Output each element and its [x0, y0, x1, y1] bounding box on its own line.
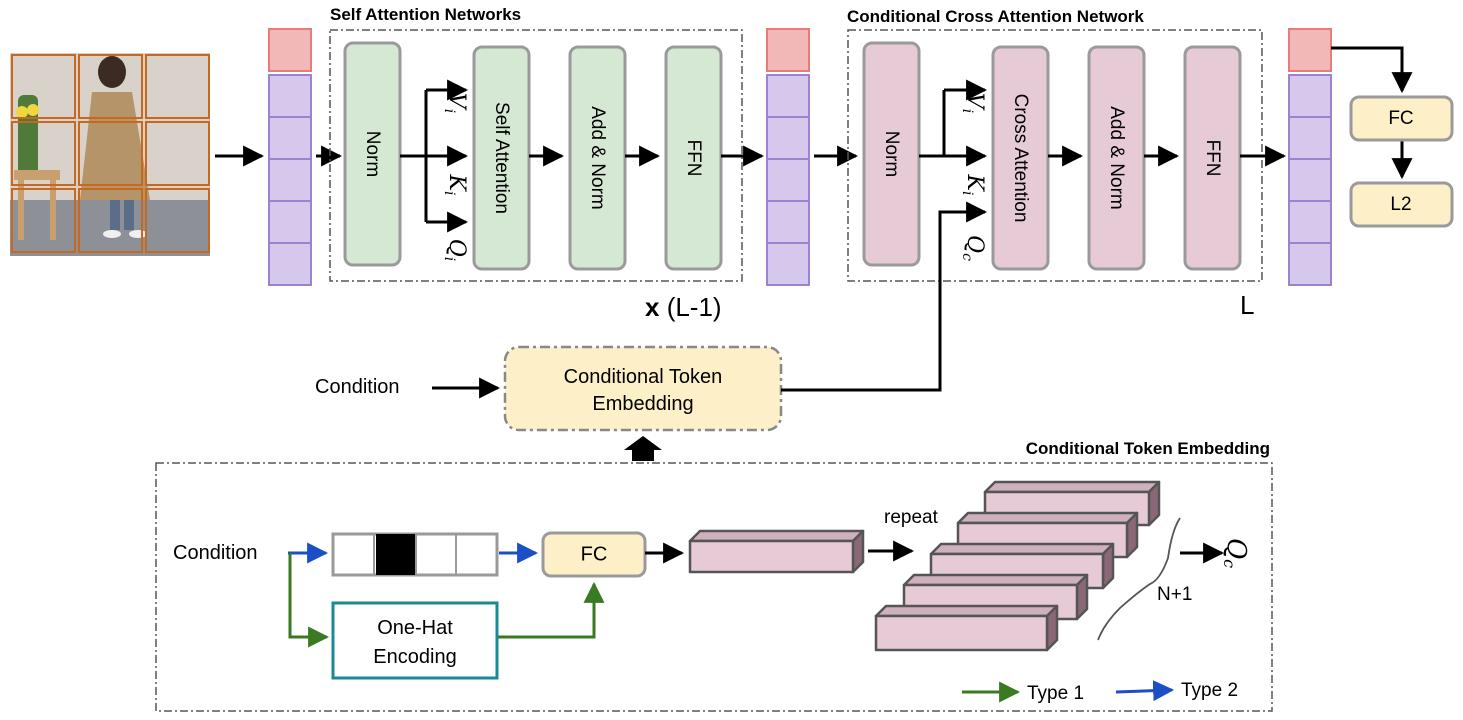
- conditional-token-embedding-box: Conditional Token Embedding: [503, 345, 783, 432]
- head-fc-label: FC: [1388, 108, 1413, 129]
- sa-norm-block: Norm: [343, 41, 402, 267]
- condition-label: Condition: [315, 376, 400, 398]
- one-hat-encoding-box: One-Hat Encoding: [331, 601, 499, 680]
- head-l2-box: L2: [1349, 181, 1454, 228]
- self-attention-frame: [329, 29, 743, 282]
- onehot-line2: Encoding: [373, 646, 456, 668]
- sa-v-label: Vi: [441, 93, 469, 113]
- ca-ffn-label: FFN: [1202, 140, 1223, 177]
- ca-qkv-arrows: [919, 79, 1287, 167]
- token-sequence-output: [1288, 28, 1332, 286]
- type1-path: [288, 553, 605, 648]
- ca-norm-label: Norm: [881, 131, 902, 177]
- head-fc-box: FC: [1349, 95, 1454, 142]
- sa-repeat-label: x (L-1): [645, 292, 722, 322]
- count-label: N+1: [1157, 584, 1192, 605]
- repeated-token-stack: [874, 480, 1161, 652]
- panel-qc-label: Qc: [1221, 538, 1252, 568]
- ca-attention-block: Cross Attention: [991, 45, 1050, 271]
- one-hot-vector: [331, 532, 499, 577]
- ca-add-norm-label: Add & Norm: [1106, 106, 1127, 209]
- sa-q-label: Qi: [441, 239, 469, 262]
- ca-repeat-label: L: [1240, 290, 1254, 320]
- panel-fc-label: FC: [581, 543, 608, 565]
- ca-add-norm-block: Add & Norm: [1087, 45, 1146, 271]
- stack-bar-1: [874, 604, 1059, 652]
- ca-ffn-block: FFN: [1183, 45, 1242, 271]
- self-attention-title: Self Attention Networks: [330, 5, 521, 24]
- sa-add-norm-label: Add & Norm: [587, 106, 608, 209]
- head-arrows: [1331, 46, 1413, 180]
- embedding-box-line1: Conditional Token: [564, 366, 723, 388]
- ca-v-label: Vi: [959, 93, 987, 113]
- sa-ffn-block: FFN: [664, 45, 723, 271]
- cross-attention-title: Conditional Cross Attention Network: [847, 7, 1144, 26]
- ca-k-label: Ki: [959, 174, 987, 196]
- onehot-line1: One-Hat: [377, 617, 453, 639]
- legend-type2-label: Type 2: [1181, 680, 1238, 701]
- embedding-panel-frame: [155, 462, 1273, 712]
- panel-fc-box: FC: [541, 531, 647, 578]
- legend: Type 1 Type 2: [962, 680, 1238, 704]
- legend-type2-arrow: [1115, 680, 1175, 702]
- sa-qkv-arrows: [400, 79, 765, 233]
- embedding-panel-title: Conditional Token Embedding: [1026, 439, 1270, 458]
- repeat-label: repeat: [884, 507, 939, 528]
- embedding-to-cross-attention-arrow: [781, 201, 988, 392]
- head-l2-label: L2: [1390, 194, 1411, 215]
- ca-attention-label: Cross Attention: [1010, 94, 1031, 223]
- input-image-patches: [10, 53, 210, 256]
- condition-token-bar: [688, 529, 865, 574]
- panel-condition-label: Condition: [173, 542, 258, 564]
- legend-type1-label: Type 1: [1027, 683, 1084, 704]
- token-sequence-input: [268, 28, 312, 286]
- ca-q-label: Qc: [959, 235, 987, 261]
- panel-up-arrow: [624, 436, 662, 461]
- sa-norm-label: Norm: [362, 131, 383, 177]
- sa-ffn-label: FFN: [683, 140, 704, 177]
- ca-norm-block: Norm: [862, 41, 921, 267]
- sa-attention-block: Self Attention: [472, 45, 531, 271]
- token-sequence-middle: [766, 28, 810, 286]
- embedding-box-line2: Embedding: [592, 393, 693, 415]
- sa-k-label: Ki: [441, 174, 469, 196]
- count-brace: [1097, 517, 1181, 641]
- sa-add-norm-block: Add & Norm: [568, 45, 627, 271]
- sa-attention-label: Self Attention: [491, 102, 512, 214]
